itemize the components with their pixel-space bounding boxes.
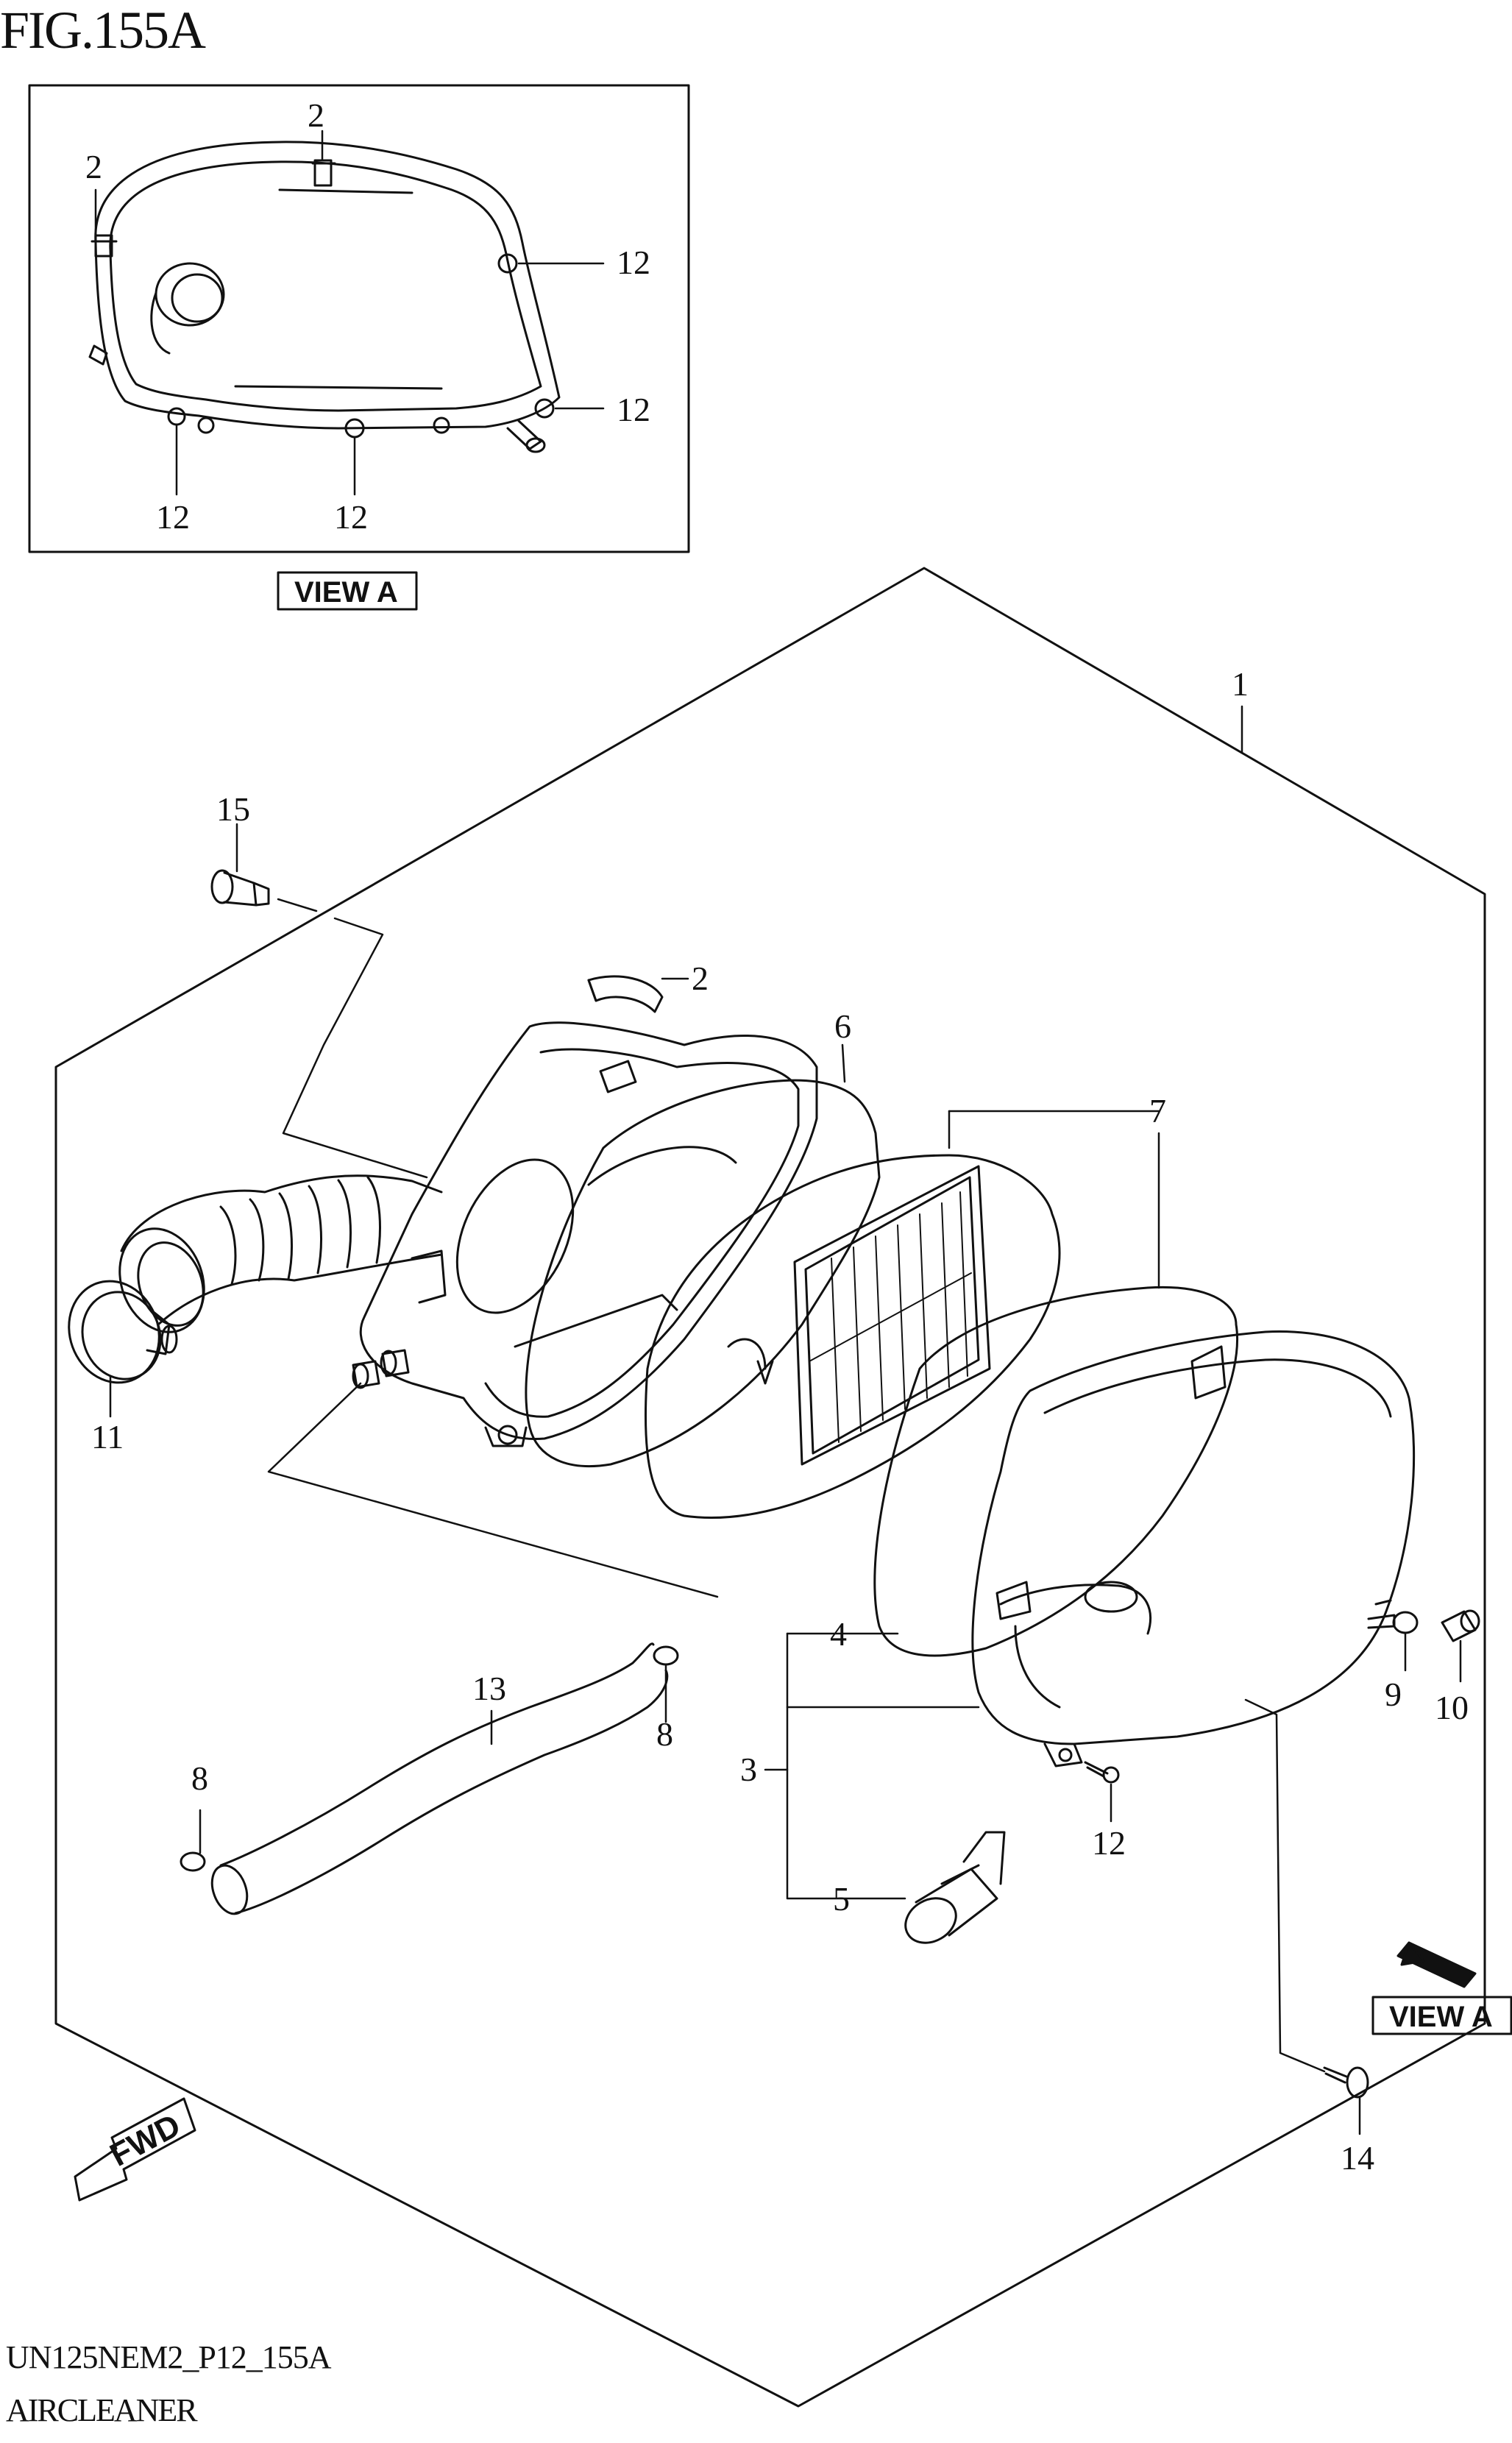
callout-6: 6 <box>834 1007 851 1045</box>
callout-10: 10 <box>1435 1689 1469 1726</box>
main-view-label: VIEW A <box>1389 2001 1493 2033</box>
callout-9: 9 <box>1385 1676 1402 1713</box>
strap-clip-2-drawing <box>587 975 664 1013</box>
callout-12: 12 <box>1092 1824 1126 1862</box>
callout-13: 13 <box>472 1670 506 1707</box>
air-cleaner-cover-3-drawing <box>971 1330 1416 1767</box>
bolt-15-drawing <box>210 869 270 907</box>
seal-4-drawing <box>873 1286 1239 1657</box>
section-name: AIRCLEANER <box>6 2392 198 2428</box>
callout-11: 11 <box>91 1418 124 1455</box>
clip-9-cap-10-drawing <box>1367 1609 1480 1642</box>
bolt-14-drawing <box>1323 2066 1369 2099</box>
duct-5-drawing <box>904 1831 1006 1944</box>
screw-12-drawing <box>1084 1761 1120 1784</box>
callout-7: 7 <box>1149 1092 1166 1130</box>
callout-2: 2 <box>692 960 709 997</box>
inset-view-label: VIEW A <box>294 576 398 609</box>
callout-3: 3 <box>740 1751 757 1788</box>
callout-4: 4 <box>830 1615 847 1653</box>
main-view-label-box <box>1371 1996 1512 2035</box>
air-cleaner-case-drawing <box>352 1021 818 1447</box>
drain-hose-13-drawing <box>210 1642 669 1915</box>
fwd-arrow <box>74 2097 196 2202</box>
intake-duct-drawing <box>118 1174 443 1333</box>
callout-5: 5 <box>833 1880 850 1918</box>
callout-1: 1 <box>1232 665 1249 703</box>
assembly-group-frame <box>54 567 1486 2408</box>
inset-callout-12-bottom-center: 12 <box>334 498 368 536</box>
inset-leaders <box>94 130 605 496</box>
figure-title: FIG.155A <box>0 1 206 60</box>
inset-cover-drawing <box>88 141 561 453</box>
callout-8-left: 8 <box>191 1759 208 1797</box>
callout-8-right: 8 <box>656 1715 673 1753</box>
inset-callout-2-top: 2 <box>308 96 324 134</box>
gasket-6-drawing <box>525 1079 881 1468</box>
inset-view-label-box <box>277 571 418 611</box>
inset-callout-2-left: 2 <box>85 148 102 185</box>
fwd-label: FWD <box>104 2107 186 2174</box>
inset-frame <box>28 84 690 553</box>
drawing-code: UN125NEM2_P12_155A <box>6 2339 332 2375</box>
inset-callout-12-lower-right: 12 <box>617 391 650 428</box>
callout-14: 14 <box>1341 2139 1374 2177</box>
callout-15: 15 <box>216 790 250 828</box>
filter-element-7-drawing <box>644 1154 1061 1520</box>
inset-callout-12-bottom-left: 12 <box>156 498 190 536</box>
hose-clip-8-drawing <box>180 1645 679 1872</box>
inset-callout-12-upper-right: 12 <box>617 244 650 281</box>
hose-clamp-11-drawing <box>68 1280 178 1384</box>
